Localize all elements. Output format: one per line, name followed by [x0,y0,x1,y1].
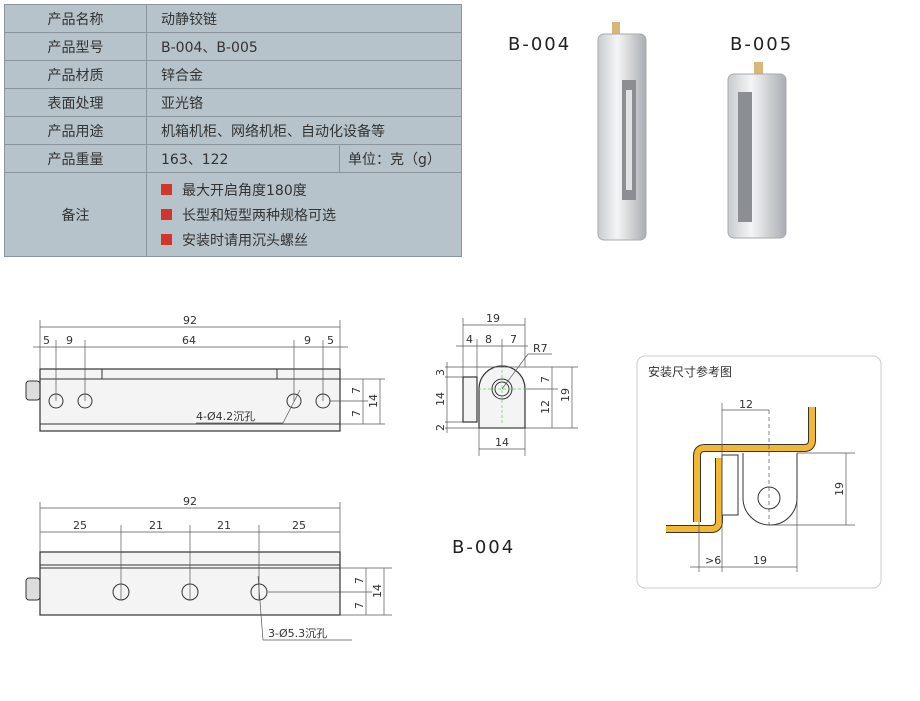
dim-label: 19 [833,482,846,496]
table-row: 产品用途机箱机柜、网络机柜、自动化设备等 [4,116,462,145]
dim-label: 14 [495,436,509,449]
note-item: 安装时请用沉头螺丝 [161,227,461,252]
model-label-b004: B-004 [508,34,572,55]
unit-label: 单位：克（g） [339,144,462,173]
hole-note: 4-Ø4.2沉孔 [196,410,255,423]
dim-total: 92 [183,495,197,508]
table-row: 产品材质锌合金 [4,60,462,89]
dim-label: 8 [485,333,492,346]
dim-label: 5 [43,334,50,347]
dim-label: 9 [66,334,73,347]
side-model-label: B-004 [452,537,516,558]
drawing-top-view: 92 5 9 64 9 5 7 7 14 4-Ø4.2沉孔 [25,314,385,432]
dim-label: 64 [182,334,196,347]
table-row: 备注 最大开启角度180度 长型和短型两种规格可选 安装时请用沉头螺丝 [4,172,462,257]
note-item: 最大开启角度180度 [161,177,461,202]
bullet-icon [161,209,172,220]
dim-label: 4 [466,333,473,346]
hinge-photo-b004 [597,22,647,241]
dim-label: 21 [149,519,163,532]
dim-label: 7 [510,333,517,346]
dim-label: 19 [559,388,572,402]
table-row: 表面处理亚光铬 [4,88,462,117]
dim-label: 14 [434,392,447,406]
dim-label: 7 [350,410,363,417]
dim-label: 2 [434,424,447,431]
row-label: 表面处理 [4,88,147,117]
dim-label: 14 [371,584,384,598]
row-value: 163、122 [146,144,340,173]
dim-label: 7 [353,577,366,584]
hole-note: 3-Ø5.3沉孔 [268,627,327,640]
dim-label: 19 [486,312,500,325]
dim-label: 9 [304,334,311,347]
dim-label: 25 [292,519,306,532]
row-label: 备注 [4,172,147,257]
row-value: 机箱机柜、网络机柜、自动化设备等 [146,116,462,145]
note-text: 长型和短型两种规格可选 [182,207,336,224]
row-label: 产品用途 [4,116,147,145]
note-text: 安装时请用沉头螺丝 [182,232,308,249]
dim-label: 21 [217,519,231,532]
note-item: 长型和短型两种规格可选 [161,202,461,227]
row-label: 产品材质 [4,60,147,89]
dim-label: R7 [533,342,548,355]
dim-label: 19 [753,554,767,567]
install-reference: 安装尺寸参考图 12 19 >6 19 [636,355,882,589]
table-row: 产品名称动静铰链 [4,4,462,33]
bullet-icon [161,184,172,195]
dim-label: 5 [327,334,334,347]
dim-label: 3 [434,369,447,376]
install-title: 安装尺寸参考图 [648,364,732,379]
dim-label: 14 [367,394,380,408]
bullet-icon [161,234,172,245]
dim-label: 12 [739,398,753,411]
dim-label: 25 [73,519,87,532]
dim-total: 92 [183,314,197,327]
row-label: 产品重量 [4,144,147,173]
dim-label: 7 [350,387,363,394]
note-text: 最大开启角度180度 [182,182,307,199]
dim-label: 7 [353,602,366,609]
drawing-front-view: 92 25 21 21 25 7 7 14 3-Ø5.3沉孔 [25,495,392,641]
row-label: 产品型号 [4,32,147,61]
row-label: 产品名称 [4,4,147,33]
dim-label: 7 [539,376,552,383]
row-value: 锌合金 [146,60,462,89]
dim-label: 12 [539,400,552,414]
notes-cell: 最大开启角度180度 长型和短型两种规格可选 安装时请用沉头螺丝 [146,172,462,257]
dim-label: >6 [705,554,721,567]
hinge-photo-b005 [727,62,787,239]
model-label-b005: B-005 [730,34,794,55]
